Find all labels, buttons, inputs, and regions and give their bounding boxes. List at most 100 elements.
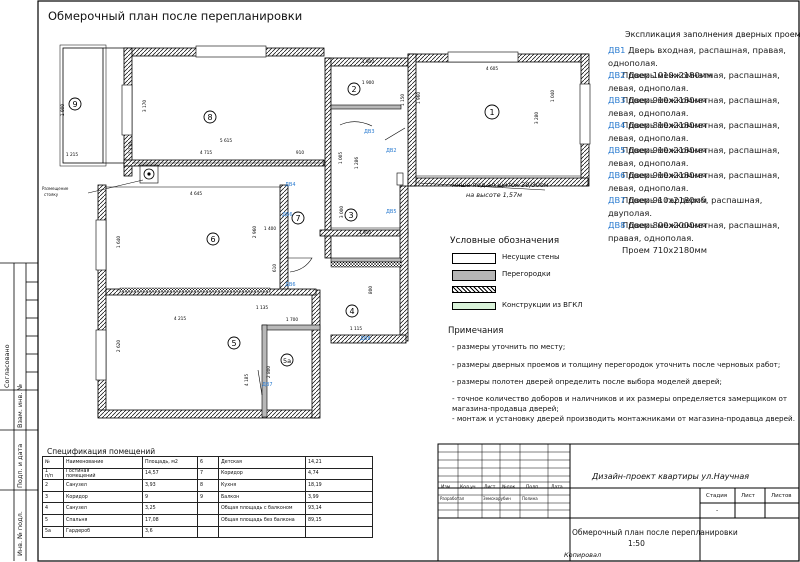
svg-text:1 286: 1 286 <box>354 157 360 170</box>
stamp-stage-value: - <box>716 507 719 514</box>
niche-note-1: ниша под эл.щиток 30/30см <box>452 181 549 189</box>
legend-partition-label: Перегородки <box>502 270 551 278</box>
stamp-author: Земскорубин <box>483 496 511 501</box>
legend-swatch-bearing <box>452 253 496 264</box>
stamp-col-4: №док. <box>502 485 517 490</box>
door-item-1: ДВ1 Дверь входная, распашная, правая, од… <box>608 45 786 81</box>
svg-text:1 135: 1 135 <box>256 305 269 311</box>
svg-text:1 910: 1 910 <box>359 230 372 236</box>
notes-title: Примечания <box>448 326 504 336</box>
door-item-3: ДВ3 Дверь межкомнатная, распашная, левая… <box>608 95 780 131</box>
svg-text:1 900: 1 900 <box>60 104 66 117</box>
svg-text:610: 610 <box>272 264 278 272</box>
niche-note-2: на высоте 1,57м <box>466 191 523 199</box>
svg-text:800: 800 <box>368 286 374 294</box>
room-label-7: 7 <box>295 214 300 223</box>
side-label-replace: Взам. инв. № <box>16 383 24 428</box>
stamp-col-2: Кол.уч. <box>460 485 478 490</box>
door-item-5: ДВ5 Дверь межкомнатная, распашная, левая… <box>608 145 780 181</box>
svg-text:5 615: 5 615 <box>220 138 233 144</box>
door-item-4: ДВ4 Дверь межкомнатная, распашная, левая… <box>608 120 780 156</box>
project-name: Дизайн-проект квартиры ул.Научная <box>592 472 750 481</box>
side-label-sign: Подп. и дата <box>16 443 24 488</box>
svg-text:1 150: 1 150 <box>400 94 406 107</box>
stamp-col-5: Подп. <box>526 485 540 490</box>
svg-text:1 910: 1 910 <box>362 59 375 65</box>
svg-text:910: 910 <box>296 150 304 156</box>
door-marker-dv2: ДВ2 <box>386 148 397 154</box>
door-marker-dv3: ДВ3 <box>364 129 375 135</box>
sheet-scale: 1:50 <box>628 539 645 548</box>
svg-text:3 280: 3 280 <box>534 112 540 125</box>
room-label-1: 1 <box>489 108 494 117</box>
spec-title: Спецификация помещений <box>47 447 156 456</box>
note-5: магазина-продавца дверей; <box>452 404 559 413</box>
door-marker-dv6: ДВ6 <box>285 282 296 288</box>
svg-text:4 605: 4 605 <box>486 66 499 72</box>
legend-swatch-gkl <box>452 302 496 310</box>
room-label-8: 8 <box>207 113 212 122</box>
side-strip <box>0 262 38 561</box>
thin-lines <box>106 121 581 396</box>
note-1: - размеры уточнить по месту; <box>452 342 566 351</box>
page-title: Обмерочный план после перепланировки <box>48 9 303 23</box>
svg-text:3 000: 3 000 <box>339 206 345 219</box>
legend-title: Условные обозначения <box>450 236 560 246</box>
door-marker-dv5: ДВ5 <box>386 209 397 215</box>
page-frame <box>37 0 800 562</box>
legend-gkl-label: Конструкции из ВГКЛ <box>502 301 583 309</box>
door-item-7: ДВ7 Дверь в гардероб, распашная, двупола… <box>608 195 763 231</box>
note-2: - размеры дверных проемов и толщину пере… <box>452 360 781 369</box>
bath-hatch <box>330 261 402 268</box>
svg-text:1 400: 1 400 <box>264 226 277 232</box>
room-label-9: 9 <box>72 100 77 109</box>
room-label-4: 4 <box>349 307 354 316</box>
svg-text:1 005: 1 005 <box>338 152 344 165</box>
svg-text:4 715: 4 715 <box>200 150 213 156</box>
note-4: - точное количество доборов и наличников… <box>452 394 788 403</box>
stamp-footer: Копировал <box>564 551 602 559</box>
room-label-6: 6 <box>210 235 215 244</box>
room-label-5: 5 <box>231 339 236 348</box>
door-marker-dv7: ДВ7 <box>262 382 273 388</box>
svg-text:4 215: 4 215 <box>174 316 187 322</box>
svg-text:4 645: 4 645 <box>190 191 203 197</box>
stamp-sheet-label: Лист <box>741 493 755 499</box>
svg-text:1 130: 1 130 <box>128 142 134 155</box>
stamp-stage-label: Стадия <box>706 493 728 499</box>
svg-text:1 115: 1 115 <box>350 326 363 332</box>
legend-bearing-label: Несущие стены <box>502 253 560 261</box>
note-3: - размеры полотен дверей определить посл… <box>452 377 722 386</box>
side-label-agreed: Согласовано <box>3 344 11 388</box>
door-item-6: ДВ6 Дверь межкомнатная, распашная, левая… <box>608 170 780 206</box>
door-item-2: ДВ2 Дверь межкомнатная, распашная, левая… <box>608 70 780 106</box>
stamp-role: Разработал <box>440 496 465 501</box>
svg-text:2 620: 2 620 <box>116 340 122 353</box>
svg-text:3 170: 3 170 <box>142 100 148 113</box>
room-label-5a: 5а <box>283 357 291 365</box>
stamp-sheets-label: Листов <box>771 493 792 499</box>
legend-swatch-hatch <box>452 286 496 293</box>
doors-title: Экспликация заполнения дверных проемов <box>625 30 800 39</box>
side-label-inv: Инв. № подл. <box>16 511 24 556</box>
partitions <box>261 104 402 418</box>
title-block-lines <box>437 443 800 562</box>
svg-text:1 040: 1 040 <box>550 90 556 103</box>
svg-text:4 185: 4 185 <box>244 374 250 387</box>
room-label-2: 2 <box>351 85 356 94</box>
svg-text:1 640: 1 640 <box>116 236 122 249</box>
door-item-8: ДВ8 Дверь межкомнатная, распашная, права… <box>608 220 780 256</box>
stamp-col-3: Лист <box>484 485 496 490</box>
stamp-col-1: Изм. <box>441 485 452 490</box>
svg-text:1 700: 1 700 <box>286 317 299 323</box>
svg-text:2 960: 2 960 <box>252 226 258 239</box>
svg-text:1 900: 1 900 <box>362 80 375 86</box>
windows <box>95 45 591 381</box>
